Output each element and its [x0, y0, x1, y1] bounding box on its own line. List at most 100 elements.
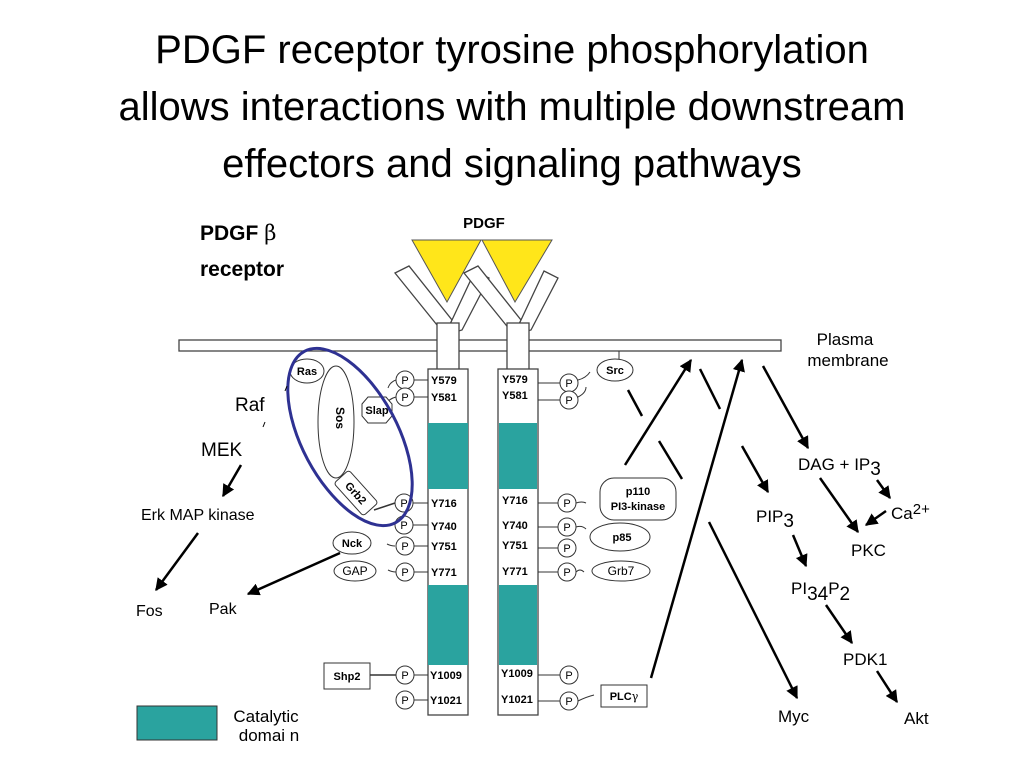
p85-label: p85	[613, 532, 632, 544]
pak-label: Pak	[209, 601, 238, 618]
phosphate-circle	[395, 536, 415, 556]
src-label: Src	[606, 365, 624, 377]
slap-label: Slap	[365, 405, 389, 417]
grb2-protein	[334, 470, 378, 516]
site-label: Y716	[431, 498, 457, 510]
ip3-to-calcium-arrow	[875, 479, 892, 500]
grb7-protein	[591, 560, 651, 582]
gap-label: GAP	[342, 564, 367, 578]
svg-text:P: P	[401, 392, 408, 404]
receptor-label-line2: receptor	[200, 258, 284, 281]
site-label: Y581	[502, 390, 528, 402]
left-phosphates	[394, 370, 428, 710]
phosphate-circle	[395, 690, 415, 710]
site-label: Y579	[502, 374, 528, 386]
pi3k-to-membrane-arrow	[623, 358, 693, 466]
title-line-1: PDGF receptor tyrosine phosphorylation	[155, 28, 869, 72]
phosphate-circle	[557, 538, 577, 558]
membrane-dash	[698, 368, 722, 410]
legend-catalytic-label-line2: domai n	[239, 726, 299, 745]
membrane-to-dag-arrow	[761, 365, 810, 450]
fos-label: Fos	[136, 603, 163, 620]
site-label: Y751	[431, 541, 457, 553]
site-label: Y1021	[430, 695, 462, 707]
right-phosphates	[538, 373, 579, 711]
legend-catalytic-label: Catalytic	[233, 707, 299, 726]
pdk1-label: PDK1	[843, 650, 887, 669]
erk-to-fos-arrow	[154, 532, 200, 592]
ligand-label: PDGF	[463, 215, 505, 232]
plasma-membrane	[178, 339, 782, 352]
pdgf-ligand-right	[481, 239, 553, 304]
site-label: Y1009	[430, 670, 462, 682]
left-transmembrane	[436, 322, 460, 371]
site-label: Y579	[431, 375, 457, 387]
membrane-to-pip3-arrow	[740, 445, 770, 494]
mek-to-erk-arrow	[221, 464, 243, 498]
receptor-label: PDGF β	[200, 221, 276, 245]
pkc-label: PKC	[851, 541, 886, 560]
grb7-label: Grb7	[608, 564, 635, 578]
svg-text:P: P	[401, 695, 408, 707]
p110-label: p110	[626, 486, 650, 498]
membrane-label-line2: membrane	[807, 351, 888, 370]
svg-text:P: P	[400, 498, 407, 510]
src-protein	[596, 358, 634, 382]
nck-label: Nck	[342, 538, 363, 550]
akt-label: Akt	[904, 709, 929, 728]
site-label: Y751	[502, 540, 528, 552]
extracellular-domains	[393, 265, 559, 337]
p85-protein	[589, 522, 651, 552]
pi3-kinase-protein	[599, 477, 677, 521]
site-label: Y716	[502, 495, 528, 507]
svg-text:P: P	[401, 375, 408, 387]
nck-protein	[332, 531, 372, 555]
src-dash-2	[657, 440, 684, 480]
site-label: Y740	[502, 520, 528, 532]
pi3-kinase-label: PI3-kinase	[611, 501, 665, 513]
phosphate-circle	[559, 390, 579, 410]
svg-text:P: P	[401, 670, 408, 682]
pi34p2-to-pdk1-arrow	[824, 604, 854, 645]
slide-title: PDGF receptor tyrosine phosphorylation a…	[0, 22, 1024, 193]
catalytic-domains	[428, 423, 537, 665]
svg-text:P: P	[563, 522, 570, 534]
myc-label: Myc	[778, 707, 810, 726]
plc-gamma-protein	[600, 684, 648, 708]
svg-text:P: P	[401, 567, 408, 579]
membrane-label: Plasma	[817, 330, 874, 349]
site-label: Y1021	[501, 694, 533, 706]
mek-label: MEK	[201, 440, 243, 461]
ras-sos-grb2-complex-outline	[286, 346, 414, 528]
phosphate-labels: P P P P P P P P P P P P P P P P	[400, 375, 572, 708]
site-label: Y771	[502, 566, 528, 578]
pdgf-ligand-left	[411, 239, 482, 304]
sos-label: Sos	[333, 407, 347, 429]
svg-text:P: P	[565, 696, 572, 708]
shp2-label: Shp2	[334, 671, 361, 683]
svg-text:P: P	[400, 520, 407, 532]
title-line-3: effectors and signaling pathways	[222, 142, 802, 186]
svg-text:P: P	[563, 543, 570, 555]
pip3-label: PIP3	[756, 507, 794, 532]
pdk1-to-akt-arrow	[875, 670, 899, 704]
myc-arrow	[707, 521, 799, 700]
dag-ip3-label: DAG + IP3	[798, 455, 881, 480]
legend-catalytic-swatch	[136, 705, 218, 741]
site-label: Y740	[431, 521, 457, 533]
src-dash-1	[626, 389, 644, 417]
left-pathway-arrows	[154, 464, 341, 596]
svg-text:P: P	[565, 395, 572, 407]
shp2-protein	[323, 662, 371, 690]
svg-text:P: P	[565, 378, 572, 390]
plc-to-membrane-arrow	[649, 358, 745, 679]
right-hook-connectors	[575, 371, 595, 702]
ras-label: Ras	[297, 366, 317, 378]
right-site-labels: Y579 Y581 Y716 Y740 Y751 Y771 Y1009 Y102…	[501, 374, 533, 706]
right-pathway-arrows	[623, 358, 899, 704]
svg-text:P: P	[401, 541, 408, 553]
calcium-to-pkc-arrow	[864, 509, 887, 527]
site-label: Y1009	[501, 668, 533, 680]
svg-text:P: P	[563, 498, 570, 510]
